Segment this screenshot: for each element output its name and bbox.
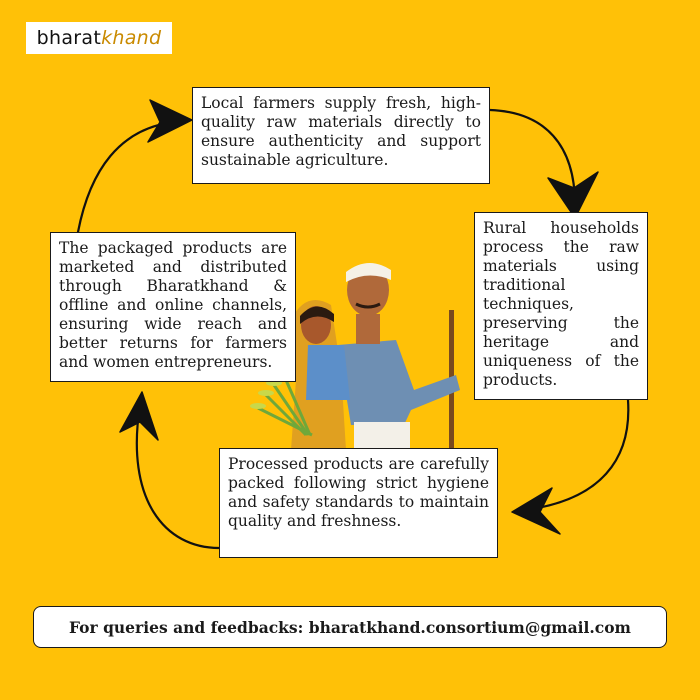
arrowhead-2 — [547, 171, 599, 219]
arrowhead-3 — [511, 487, 561, 535]
step-4-box: The packaged products are marketed and d… — [50, 232, 296, 382]
step-4-text: The packaged products are marketed and d… — [59, 239, 287, 371]
arrow-step2-to-step3 — [523, 398, 630, 512]
step-3-text: Processed products are carefully packed … — [228, 455, 489, 530]
farmers-illustration — [250, 262, 460, 450]
arrowhead-4 — [119, 391, 159, 441]
logo-text-part1: bharat — [36, 27, 102, 49]
arrow-step4-to-step1 — [76, 120, 177, 234]
contact-text: For queries and feedbacks: bharatkhand.c… — [69, 617, 631, 637]
step-2-text: Rural households process the raw materia… — [483, 219, 639, 389]
step-3-box: Processed products are carefully packed … — [219, 448, 498, 558]
step-1-box: Local farmers supply fresh, high-quality… — [192, 87, 490, 184]
logo-text-part2: khand — [101, 27, 162, 49]
arrow-step1-to-step2 — [488, 108, 577, 207]
step-2-box: Rural households process the raw materia… — [474, 212, 648, 400]
contact-footer: For queries and feedbacks: bharatkhand.c… — [33, 606, 667, 648]
step-1-text: Local farmers supply fresh, high-quality… — [201, 94, 481, 169]
arrowhead-1 — [147, 99, 193, 143]
arrow-step3-to-step4 — [135, 403, 221, 550]
